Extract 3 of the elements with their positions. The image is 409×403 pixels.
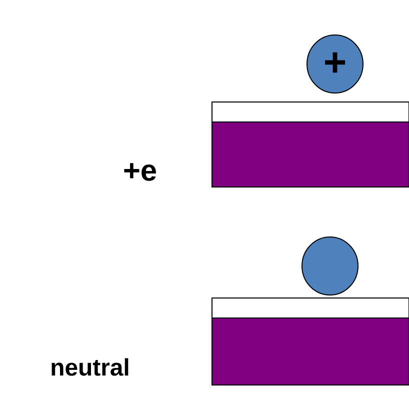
charge-label: neutral [52, 358, 128, 376]
charge-label: +e [124, 163, 156, 181]
ball-circle [302, 236, 358, 296]
